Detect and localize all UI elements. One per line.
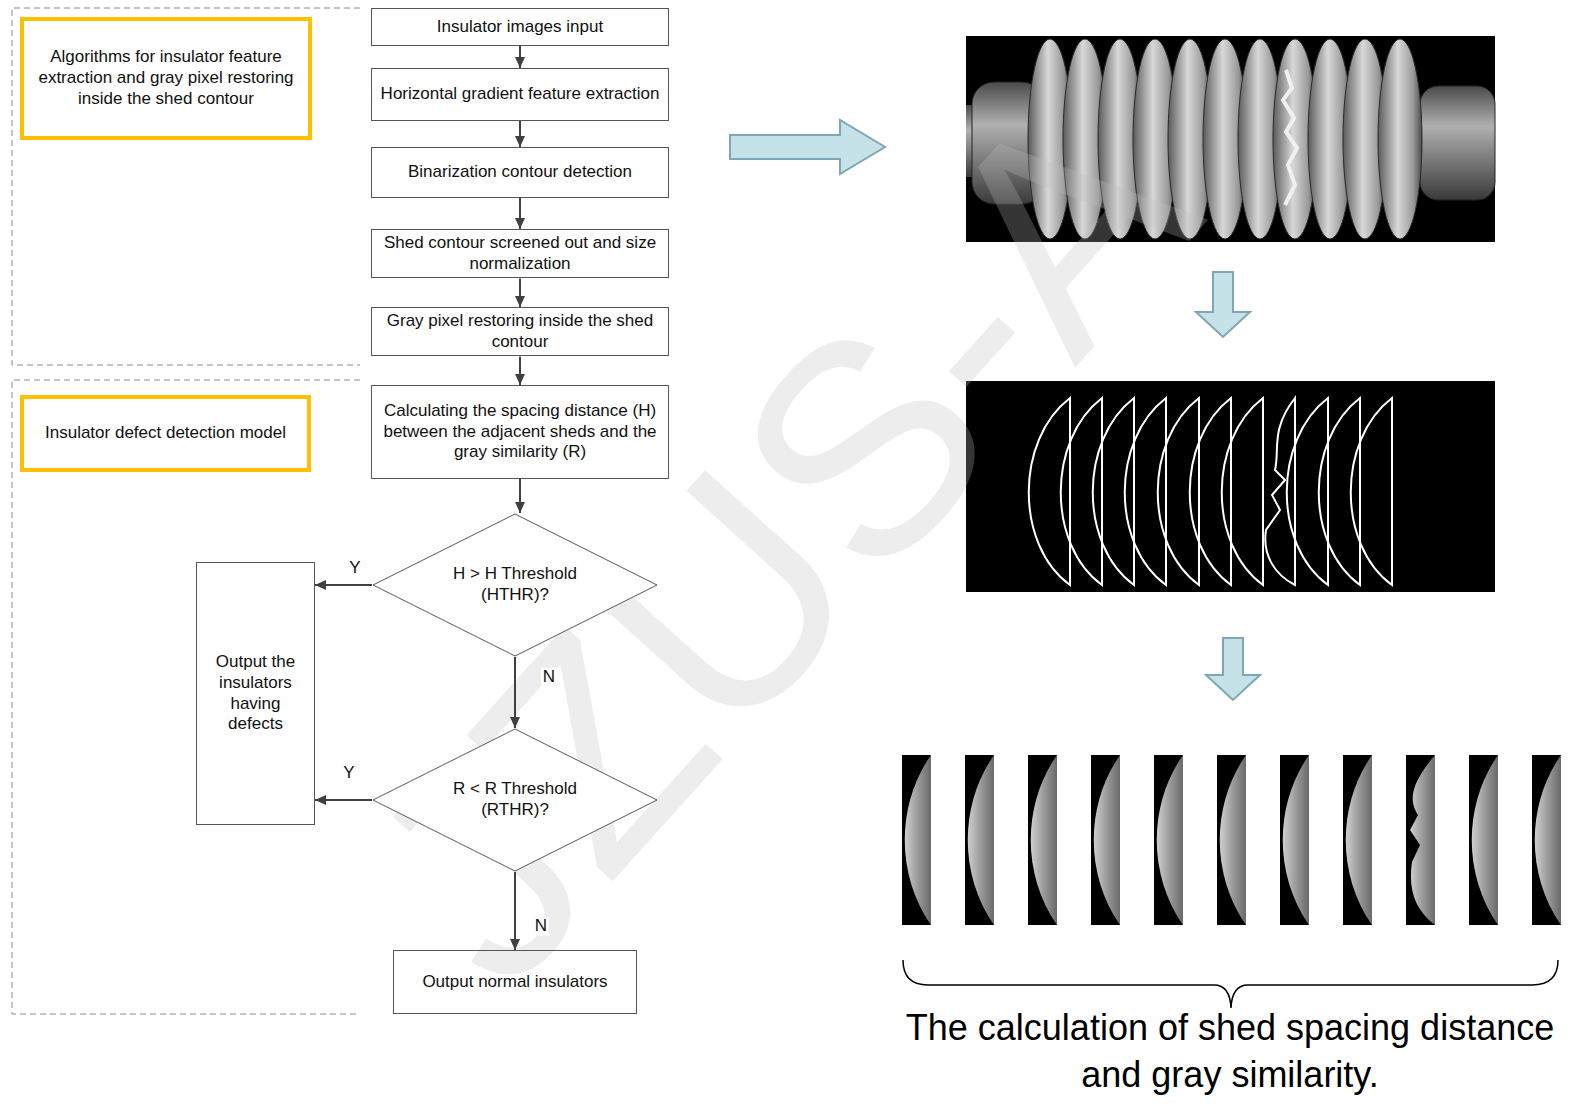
process-box: Binarization contour detection bbox=[371, 147, 669, 198]
edge-label: Y bbox=[347, 559, 362, 578]
node-text: Calculating the spacing distance (H) bet… bbox=[378, 401, 662, 463]
process-box: Gray pixel restoring inside the shed con… bbox=[371, 307, 669, 356]
flow-arrow bbox=[519, 479, 521, 513]
flow-arrow bbox=[514, 872, 516, 950]
node-text: Output the insulators having defects bbox=[203, 652, 308, 735]
node-text: Insulator defect detection model bbox=[45, 423, 286, 444]
node-text: Horizontal gradient feature extraction bbox=[381, 84, 660, 105]
flow-arrow bbox=[315, 584, 372, 586]
section-label-box: Insulator defect detection model bbox=[20, 395, 311, 472]
flow-arrow bbox=[1206, 638, 1260, 700]
node-text: Gray pixel restoring inside the shed con… bbox=[378, 311, 662, 352]
process-box: Calculating the spacing distance (H) bet… bbox=[371, 385, 669, 479]
node-text: Algorithms for insulator feature extract… bbox=[34, 47, 298, 109]
flow-arrow bbox=[519, 46, 521, 68]
flow-arrow bbox=[519, 278, 521, 307]
edge-label: N bbox=[533, 917, 549, 936]
dashed-region bbox=[12, 380, 360, 1014]
node-text: Insulator images input bbox=[437, 17, 603, 38]
dashed-region bbox=[12, 8, 360, 365]
edge-label: Y bbox=[341, 764, 356, 783]
flow-arrow bbox=[519, 121, 521, 147]
decision-diamond: R < R Threshold (RTHR)? bbox=[372, 728, 658, 872]
output-box: Output the insulators having defects bbox=[196, 562, 315, 825]
node-text: H > H Threshold (HTHR)? bbox=[430, 564, 600, 605]
flow-arrow bbox=[730, 120, 885, 174]
node-text: Shed contour screened out and size norma… bbox=[378, 233, 662, 274]
process-box: Horizontal gradient feature extraction bbox=[371, 68, 669, 121]
process-box: Insulator images input bbox=[371, 8, 669, 46]
node-text: R < R Threshold (RTHR)? bbox=[430, 779, 600, 820]
flow-arrow bbox=[519, 198, 521, 229]
flow-arrow bbox=[519, 356, 521, 385]
edge-label: N bbox=[541, 668, 557, 687]
bracket bbox=[903, 960, 1558, 1008]
decision-diamond: H > H Threshold (HTHR)? bbox=[372, 513, 658, 657]
section-label-box: Algorithms for insulator feature extract… bbox=[20, 17, 312, 140]
flow-arrow bbox=[315, 799, 372, 801]
output-box: Output normal insulators bbox=[393, 950, 637, 1014]
node-text: Output normal insulators bbox=[422, 972, 607, 993]
caption: The calculation of shed spacing distance… bbox=[895, 1005, 1565, 1099]
node-text: Binarization contour detection bbox=[408, 162, 632, 183]
shed-strips bbox=[902, 755, 1561, 925]
process-box: Shed contour screened out and size norma… bbox=[371, 229, 669, 278]
flow-arrow bbox=[514, 657, 516, 728]
